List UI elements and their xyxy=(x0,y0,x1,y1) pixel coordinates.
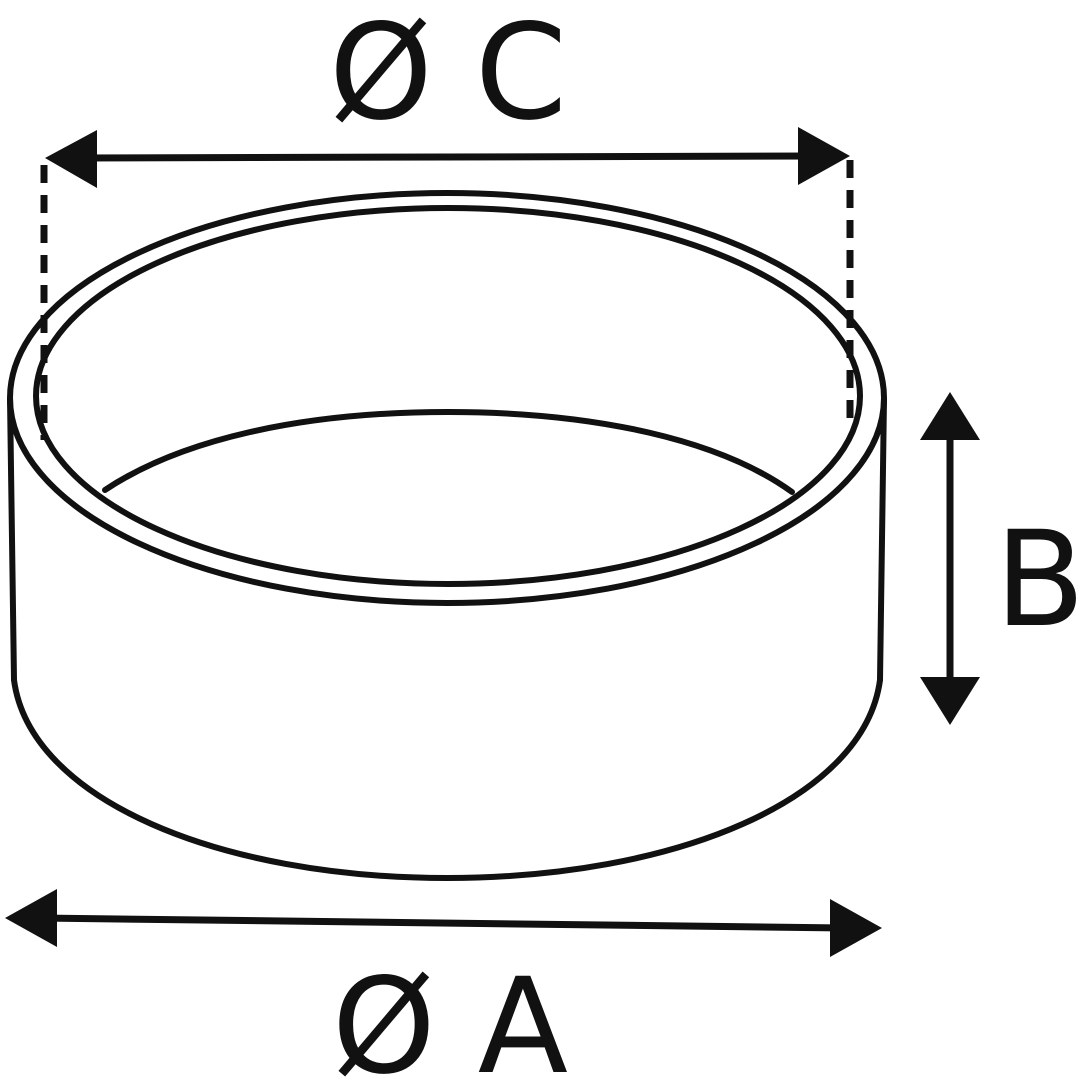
label-height-b: B xyxy=(995,503,1080,657)
arrow-a-line xyxy=(39,914,846,932)
dimension-b: B xyxy=(920,392,1080,725)
arrow-c-line xyxy=(79,152,816,162)
ring-outline xyxy=(7,190,887,881)
label-diameter-c: Ø C xyxy=(329,0,567,150)
bottom-curve xyxy=(11,677,883,881)
arrow-b-head-top xyxy=(920,392,980,440)
label-diameter-a: Ø A xyxy=(332,950,568,1086)
arrow-a-head-right xyxy=(830,899,882,957)
arrow-a-head-left xyxy=(5,889,57,947)
right-wall xyxy=(877,395,887,683)
dimension-c: Ø C xyxy=(40,0,854,440)
arrow-c-head-left xyxy=(45,130,97,188)
rim-outer-ellipse xyxy=(7,190,887,606)
rim-inner-ellipse xyxy=(33,205,863,587)
arrow-b-head-bottom xyxy=(920,677,980,725)
arrow-c-head-right xyxy=(798,127,850,185)
left-wall xyxy=(7,395,17,683)
inner-base-curve xyxy=(102,409,795,495)
dimension-a: Ø A xyxy=(5,889,882,1086)
